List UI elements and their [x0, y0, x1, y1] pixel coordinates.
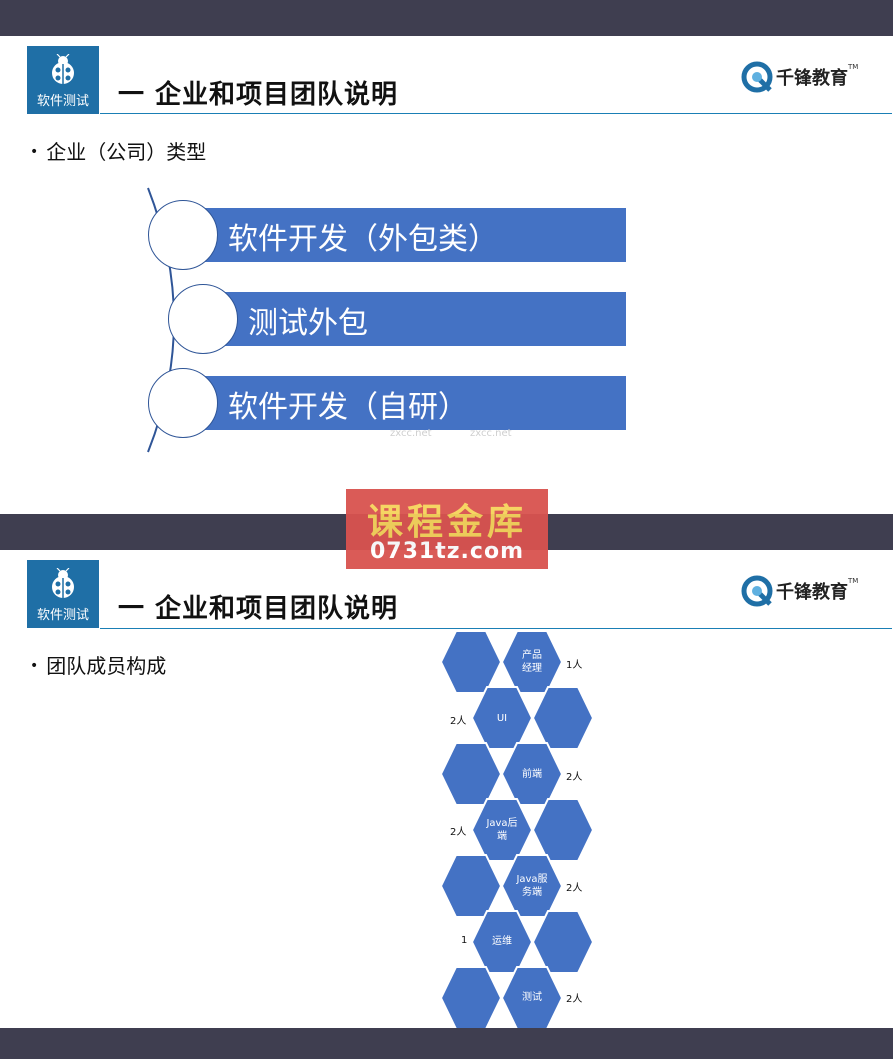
course-vault-watermark: 课程金库 0731tz.com: [346, 489, 548, 569]
bullet-dot: •: [30, 658, 39, 674]
slide-title: 一 企业和项目团队说明: [118, 80, 399, 110]
faint-watermark: zxcc.net: [390, 428, 432, 439]
circle-marker-1: [148, 200, 218, 270]
item-label-3: 软件开发（自研）: [228, 390, 468, 425]
bullet-text: 企业（公司）类型: [46, 140, 207, 164]
faint-watermark: zxcc.net: [470, 428, 512, 439]
qianfeng-brand: 千锋教育 TM: [740, 60, 858, 94]
bullet-company-types: • 企业（公司）类型: [30, 136, 206, 165]
title-rule: [100, 113, 892, 114]
role-label-java-backend: Java后 端: [472, 817, 532, 843]
hex-blank: [531, 910, 595, 974]
bullet-dot: •: [30, 144, 39, 160]
hex-blank: [439, 854, 503, 918]
role-line: 运维: [492, 936, 512, 947]
role-line: 经理: [522, 663, 542, 674]
logo-caption: 软件测试: [36, 94, 89, 109]
qianfeng-logo-icon: [741, 575, 773, 607]
hex-blank: [531, 686, 595, 750]
role-label-java-server: Java服 务端: [502, 873, 562, 899]
hex-blank: [439, 966, 503, 1030]
logo-caption: 软件测试: [36, 608, 89, 623]
hex-blank: [439, 630, 503, 694]
watermark-title: 课程金库: [366, 502, 527, 543]
title-rule: [100, 628, 892, 629]
role-line: 端: [497, 831, 507, 842]
count-frontend: 2人: [566, 772, 583, 783]
watermark-url: 0731tz.com: [370, 539, 524, 564]
bar-testing-outsourcing: [206, 292, 626, 346]
role-label-testing: 测试: [502, 991, 562, 1004]
brand-name: 千锋教育: [776, 68, 848, 89]
ladybug-icon: [52, 568, 74, 598]
role-line: UI: [496, 713, 508, 724]
bullet-team-members: • 团队成员构成: [30, 650, 166, 679]
count-java-backend: 2人: [450, 827, 467, 838]
slide-title: 一 企业和项目团队说明: [118, 594, 399, 624]
slide-1: 软件测试 一 企业和项目团队说明 千锋教育 TM • 企业（公司）类型 软件开发（…: [0, 36, 893, 514]
role-line: 前端: [522, 769, 542, 780]
hex-blank: [439, 742, 503, 806]
software-testing-logo: 软件测试: [27, 46, 99, 114]
software-testing-logo: 软件测试: [27, 560, 99, 628]
ladybug-icon: [52, 54, 74, 84]
bar-software-inhouse: [186, 376, 626, 430]
count-ui: 2人: [450, 716, 467, 727]
circle-marker-2: [168, 284, 238, 354]
count-java-server: 2人: [566, 883, 583, 894]
item-label-1: 软件开发（外包类）: [228, 222, 498, 257]
slide-2: 软件测试 一 企业和项目团队说明 千锋教育 TM • 团队成员构成: [0, 550, 893, 1028]
role-line: 产品: [522, 650, 542, 661]
bar-software-outsourcing: [186, 208, 626, 262]
brand-tm: TM: [848, 63, 859, 71]
count-product-manager: 1人: [566, 660, 583, 671]
brand-tm: TM: [848, 577, 859, 585]
role-label-ui: UI: [472, 712, 532, 725]
bottom-band: [0, 1028, 893, 1059]
qianfeng-logo-icon: [741, 61, 773, 93]
role-label-product-manager: 产品 经理: [502, 649, 562, 675]
role-line: 测试: [522, 992, 542, 1003]
count-testing: 2人: [566, 994, 583, 1005]
bullet-text: 团队成员构成: [46, 654, 167, 678]
role-label-frontend: 前端: [502, 768, 562, 781]
brand-name: 千锋教育: [776, 582, 848, 603]
role-line: 务端: [522, 887, 542, 898]
role-line: Java服: [516, 874, 548, 885]
count-ops: 1: [461, 935, 468, 946]
qianfeng-brand: 千锋教育 TM: [740, 574, 858, 608]
item-label-2: 测试外包: [248, 306, 368, 341]
circle-marker-3: [148, 368, 218, 438]
role-line: Java后: [486, 818, 518, 829]
role-label-ops: 运维: [472, 935, 532, 948]
hex-blank: [531, 798, 595, 862]
top-band: [0, 0, 893, 36]
